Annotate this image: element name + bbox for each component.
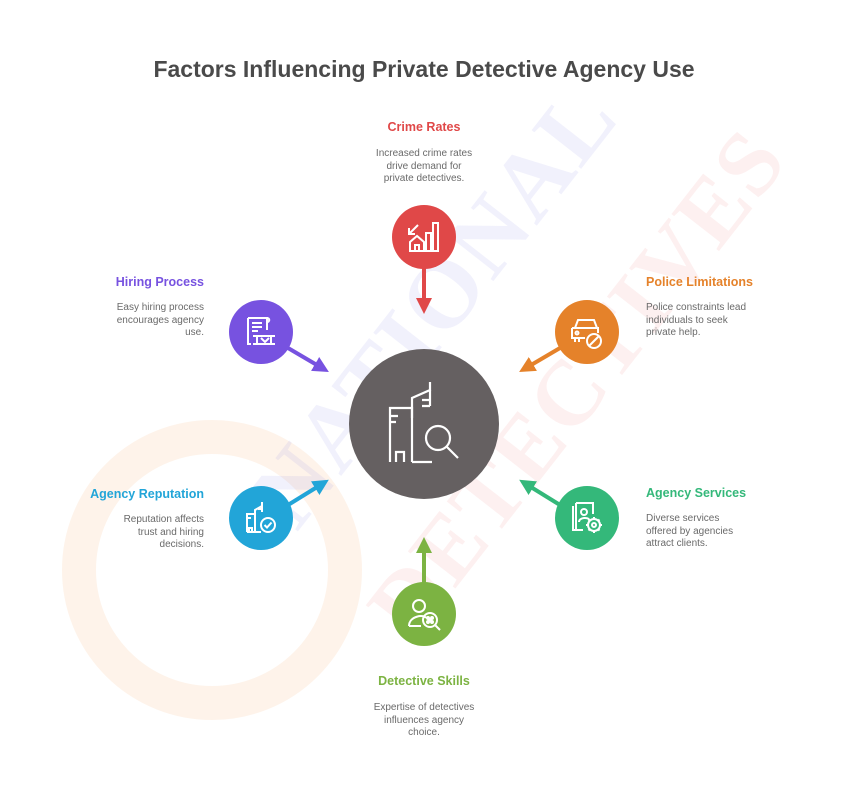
factor-node-agency-reputation [229, 486, 293, 550]
factor-node-detective-skills [392, 582, 456, 646]
arrow-agency-services [519, 479, 562, 507]
factor-node-crime-rates [392, 205, 456, 269]
factor-label-detective-skills: Detective Skills [378, 674, 470, 688]
building-search-icon [388, 382, 459, 464]
factor-node-agency-services [555, 486, 619, 550]
factor-label-agency-services: Agency Services [646, 486, 747, 500]
hub-circle [349, 349, 499, 499]
car-prohibited-icon [571, 319, 602, 349]
factor-label-hiring-process: Hiring Process [115, 275, 204, 289]
crime-chart-house-icon [408, 222, 439, 252]
building-check-icon [246, 502, 276, 533]
page-title: Factors Influencing Private Detective Ag… [153, 56, 695, 82]
factor-label-police-limitations: Police Limitations [646, 275, 753, 289]
arrow-hiring-process [286, 346, 329, 373]
document-handshake-icon [247, 317, 275, 345]
arrow-agency-reputation [286, 479, 329, 507]
profile-gear-icon [572, 502, 602, 533]
arrow-police-limitations [519, 346, 562, 373]
factor-label-agency-reputation: Agency Reputation [90, 487, 204, 501]
factor-node-hiring-process [229, 300, 293, 364]
factor-node-police-limitations [555, 300, 619, 364]
factor-label-crime-rates: Crime Rates [387, 120, 461, 134]
person-magnifier-icon [408, 599, 441, 631]
